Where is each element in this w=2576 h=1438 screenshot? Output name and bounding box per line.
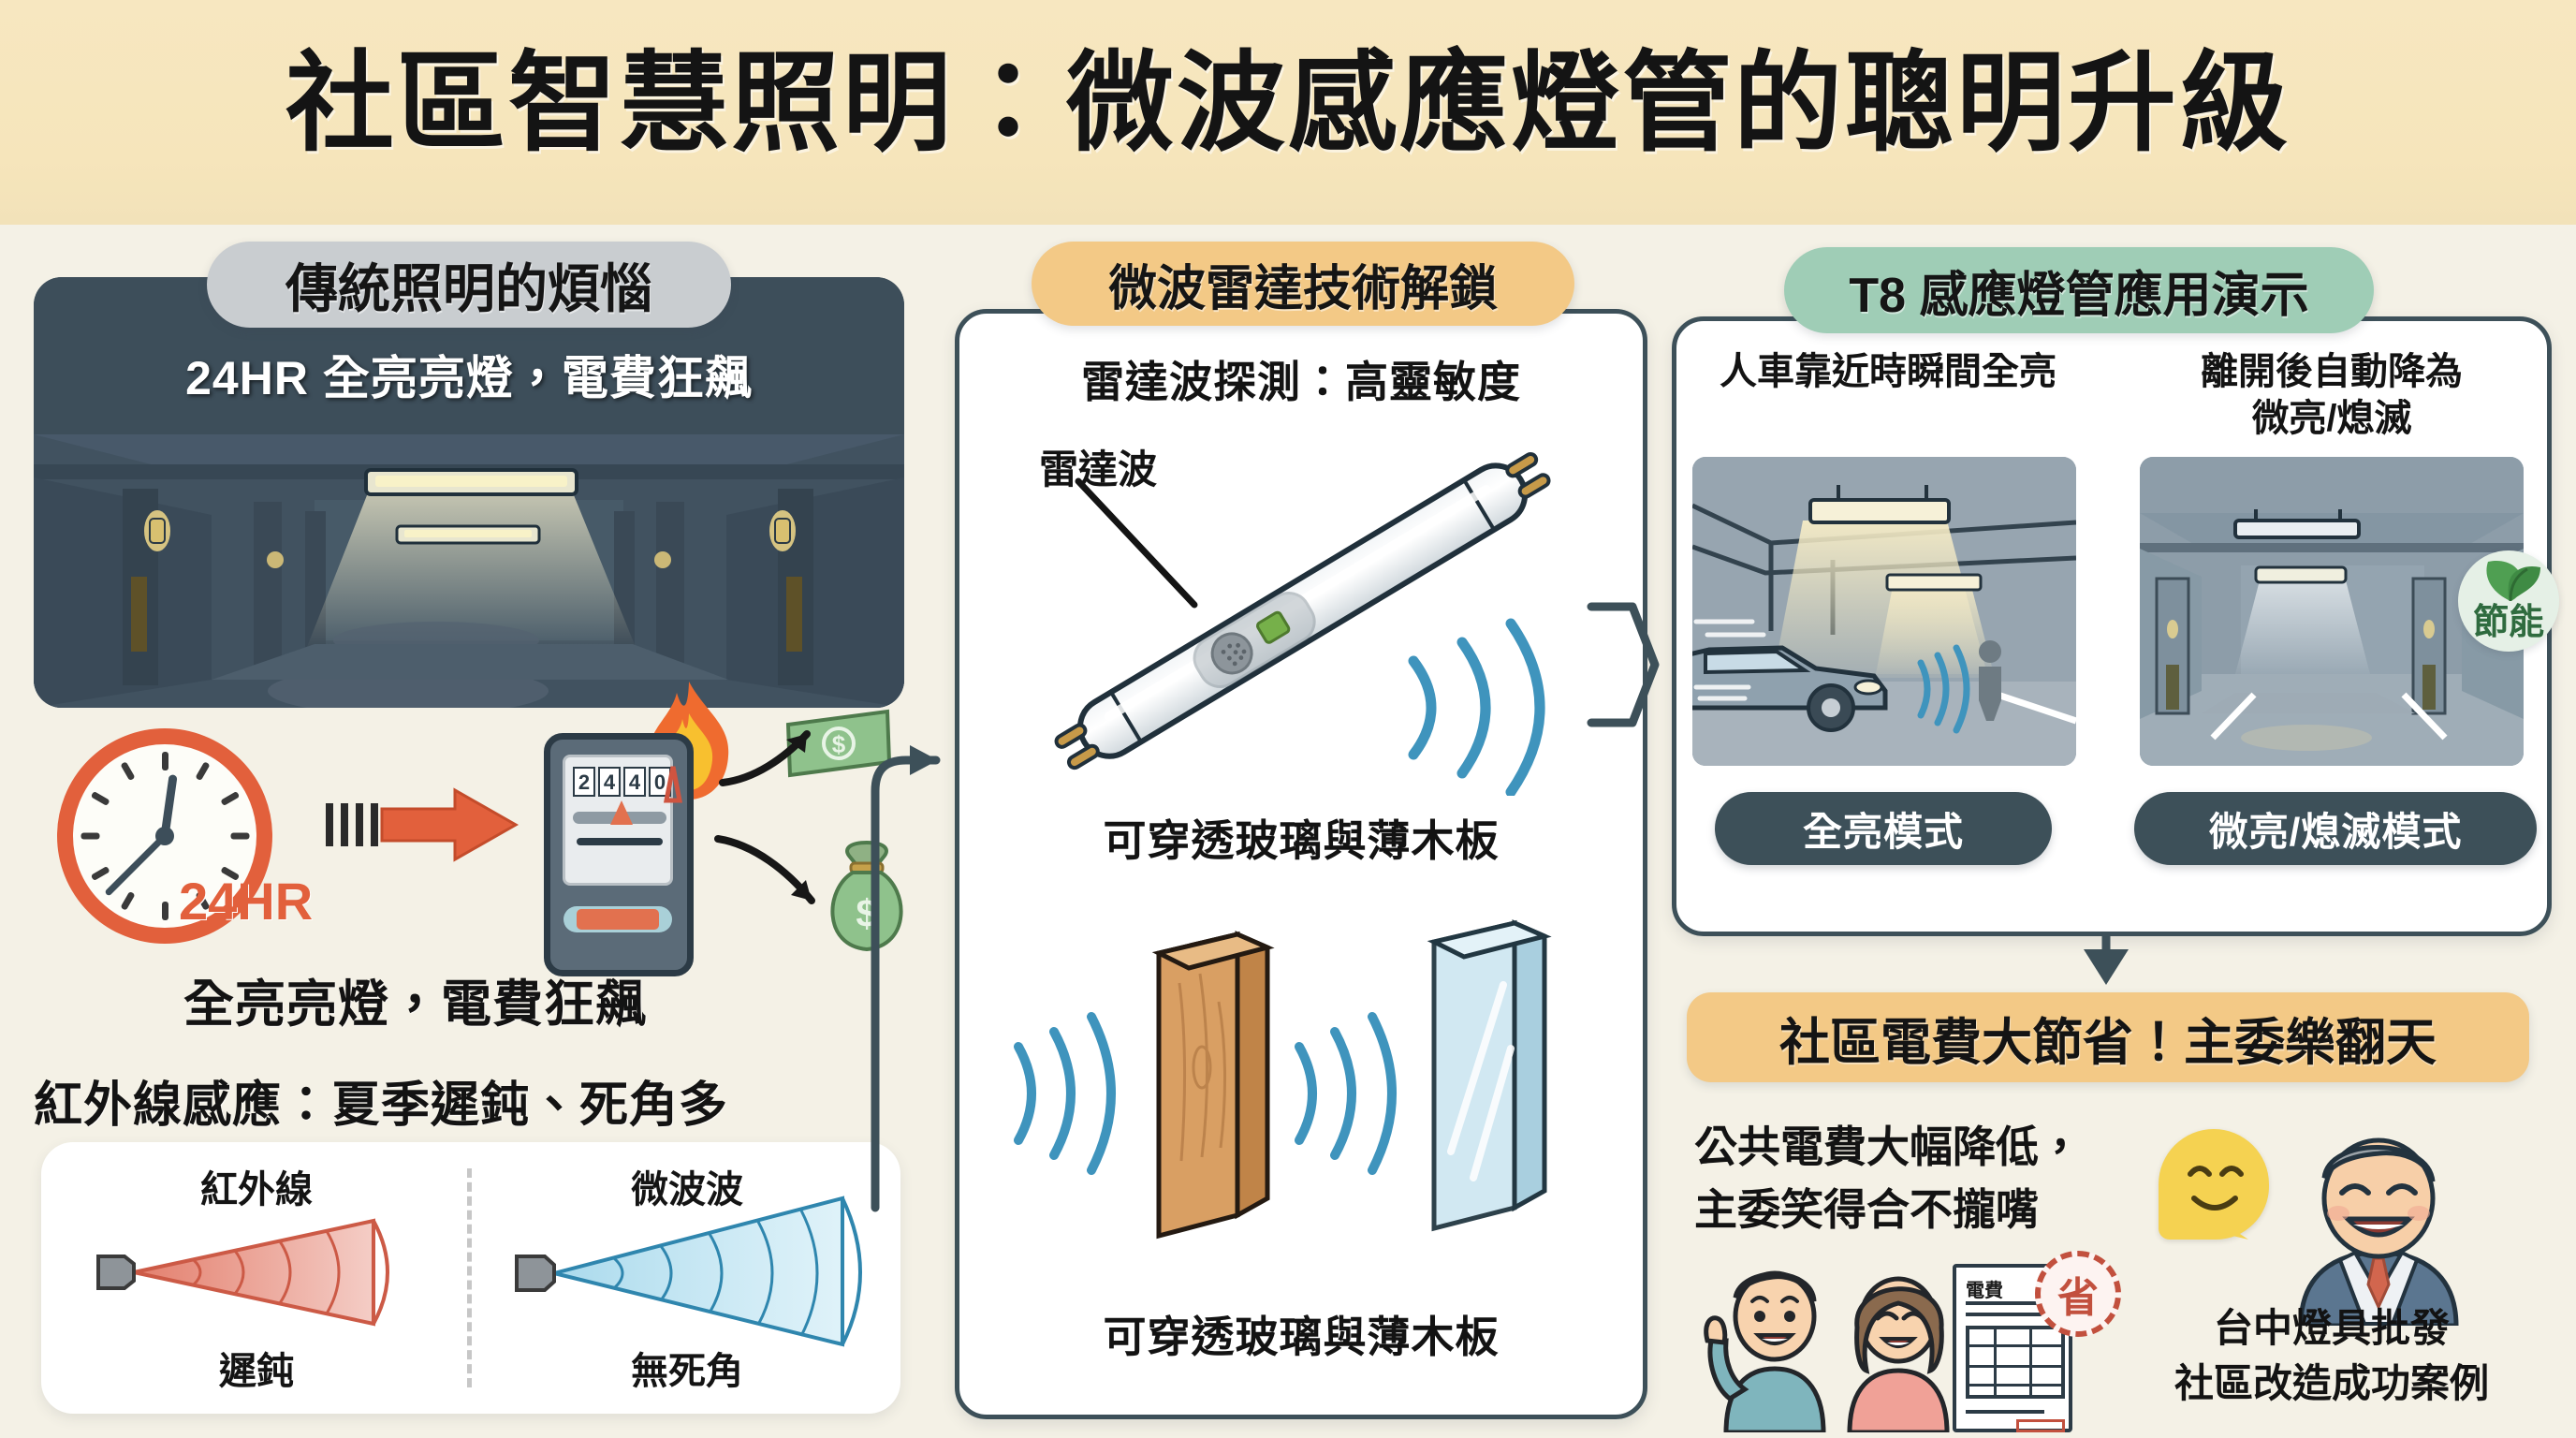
mid-panel-subtitle: 雷達波探測：高靈敏度	[1081, 358, 1521, 406]
penetrate-caption-top: 可穿透玻璃與薄木板	[1103, 816, 1500, 865]
clock-24hr-label: 24HR	[179, 872, 314, 931]
arrow-curve-down-icon	[714, 835, 815, 904]
sensor-compare-box: 紅外線 遲鈍 微波波	[41, 1142, 900, 1414]
right-panel-heading: T8 感應燈管應用演示	[1784, 247, 2374, 333]
meter-digit: 4	[598, 767, 621, 797]
demo-image-bright	[1692, 457, 2076, 766]
svg-text:$: $	[832, 730, 846, 758]
right-panel: T8 感應燈管應用演示 人車靠近時瞬間全亮 離開後自動降為 微亮/熄滅	[1672, 247, 2559, 936]
arrow-curve-up-icon	[719, 730, 811, 786]
electric-meter-icon: 2 4 4 0	[544, 733, 694, 976]
result-body-line1: 公共電費大幅降低，	[1694, 1123, 2082, 1171]
garage-scene-traditional: 24HR 全亮亮燈，電費狂飆	[34, 277, 904, 708]
garage-illustration-icon	[34, 277, 904, 708]
page-title: 社區智慧照明：微波感應燈管的聰明升級	[285, 42, 2291, 164]
brand-footer: 台中燈具批發 社區改造成功案例	[2112, 1301, 2552, 1412]
compare-right-title: 微波波	[631, 1169, 743, 1211]
demo-right-title: 離開後自動降為 微亮/熄滅	[2130, 348, 2533, 442]
demo-left-title: 人車靠近時瞬間全亮	[1720, 351, 2056, 392]
eco-badge-label: 節能	[2472, 603, 2544, 642]
header-band	[0, 0, 2576, 225]
infrared-cone-icon	[96, 1218, 389, 1327]
result-panel: 社區電費大節省！主委樂翻天 公共電費大幅降低， 主委笑得合不攏嘴	[1672, 992, 2552, 1432]
leaf-icon	[2486, 560, 2540, 602]
compare-divider	[467, 1168, 472, 1387]
infrared-subhead: 紅外線感應：夏季遲鈍、死角多	[34, 1078, 729, 1133]
demo-right-title-line1: 離開後自動降為	[2201, 351, 2463, 392]
meter-needle-icon	[610, 800, 633, 825]
arrow-right-icon	[326, 787, 520, 862]
mode-badge-dim: 微亮/熄滅模式	[2134, 792, 2537, 865]
t8-tube-icon	[1054, 452, 1551, 796]
saving-seal-badge: 省	[2035, 1251, 2121, 1337]
left-panel: 24HR 全亮亮燈，電費狂飆 傳統照明的煩惱 24HR	[24, 242, 932, 1419]
svg-text:$: $	[856, 891, 877, 935]
wood-glass-penetration-icon	[1014, 919, 1552, 1240]
meter-digit-row: 2 4 4 0	[573, 767, 671, 797]
garage-overlay-text: 24HR 全亮亮燈，電費狂飆	[185, 352, 753, 404]
compare-left-result: 遲鈍	[219, 1351, 294, 1392]
mid-panel: 微波雷達技術解鎖 雷達波探測：高靈敏度 雷達波	[955, 242, 1647, 1421]
eco-badge: 節能	[2458, 550, 2559, 652]
garage-bright-icon	[1692, 457, 2076, 766]
left-panel-caption: 全亮亮燈，電費狂飆	[183, 976, 647, 1033]
meter-red-needle-icon	[663, 766, 683, 803]
compare-left-title: 紅外線	[200, 1169, 313, 1211]
radar-callout-label: 雷達波	[1039, 448, 1158, 492]
mode-badge-bright: 全亮模式	[1715, 792, 2052, 865]
mid-panel-heading: 微波雷達技術解鎖	[1032, 242, 1574, 326]
bill-title: 電費	[1966, 1281, 2003, 1301]
smiley-bubble-icon	[2159, 1129, 2269, 1240]
result-body: 公共電費大幅降低， 主委笑得合不攏嘴	[1694, 1116, 2200, 1240]
brand-line1: 台中燈具批發	[2213, 1306, 2450, 1350]
microwave-cone-icon	[515, 1196, 862, 1347]
compare-right-result: 無死角	[631, 1351, 743, 1392]
result-body-line2: 主委笑得合不攏嘴	[1694, 1184, 2039, 1234]
penetrate-caption-bottom: 可穿透玻璃與薄木板	[1103, 1313, 1500, 1361]
meter-digit: 4	[623, 767, 646, 797]
result-heading: 社區電費大節省！主委樂翻天	[1687, 992, 2529, 1082]
left-panel-heading: 傳統照明的煩惱	[207, 242, 731, 328]
meter-digit: 2	[573, 767, 595, 797]
chairman-avatar-icon	[2298, 1137, 2459, 1326]
demo-right-title-line2: 微亮/熄滅	[2251, 398, 2412, 439]
brand-line2: 社區改造成功案例	[2174, 1360, 2489, 1405]
residents-couple-icon	[1704, 1270, 1950, 1432]
